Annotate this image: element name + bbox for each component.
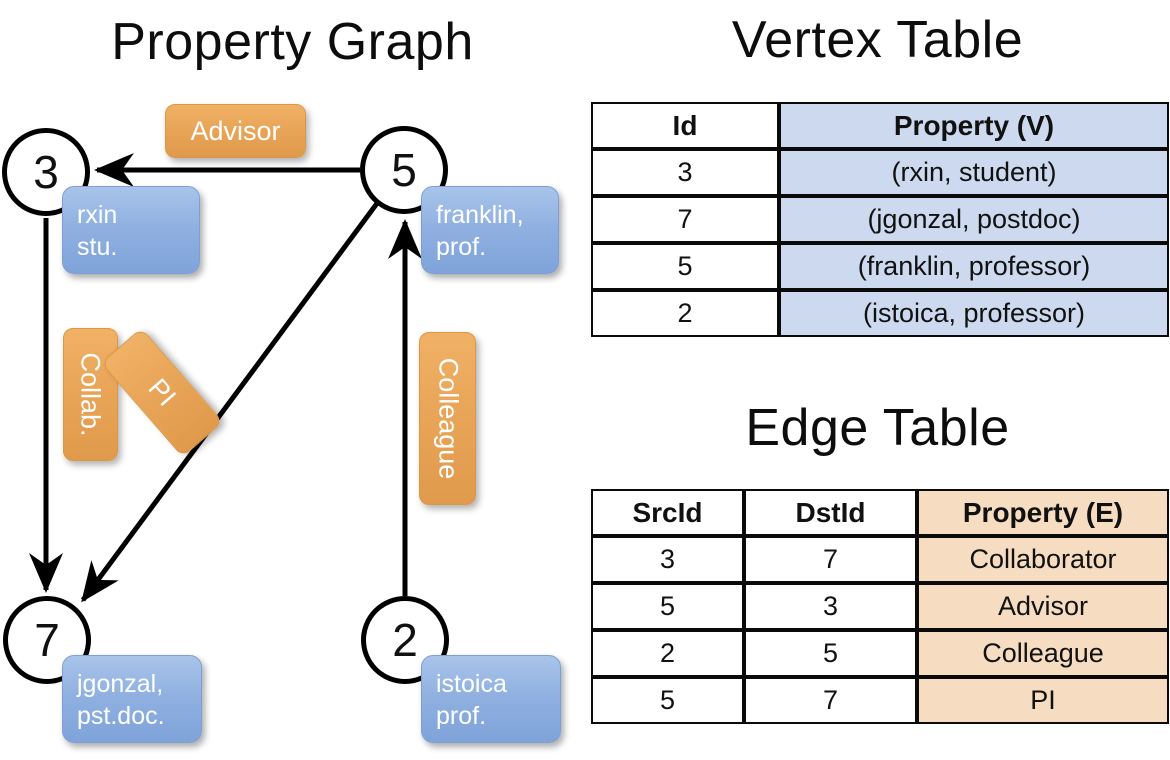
- table-row: 5 (franklin, professor): [591, 243, 1169, 290]
- vertex-table-header-property: Property (V): [779, 102, 1169, 149]
- edge-property-cell: PI: [917, 677, 1169, 724]
- vertex-id-cell: 3: [591, 149, 779, 196]
- property-graph-panel: 3 5 7 2 rxin stu. franklin, prof. jgonza…: [2, 104, 561, 743]
- node-property-box-3: rxin stu.: [62, 186, 200, 274]
- table-row: 5 3 Advisor: [591, 583, 1169, 630]
- edge-label-collab: Collab.: [63, 328, 118, 461]
- node-property-box-7: jgonzal, pst.doc.: [62, 655, 202, 743]
- edge-label-text: Collab.: [76, 352, 107, 437]
- edge-dst-cell: 7: [744, 677, 917, 724]
- table-row: 3 (rxin, student): [591, 149, 1169, 196]
- edge-src-cell: 5: [591, 583, 744, 630]
- edge-src-cell: 5: [591, 677, 744, 724]
- table-row: 2 5 Colleague: [591, 630, 1169, 677]
- vertex-property-cell: (rxin, student): [779, 149, 1169, 196]
- edge-label-colleague: Colleague: [419, 332, 476, 505]
- node-property-line: franklin,: [436, 201, 524, 229]
- vertex-table: Id Property (V) 3 (rxin, student) 7 (jgo…: [591, 102, 1169, 337]
- table-row: 7 (jgonzal, postdoc): [591, 196, 1169, 243]
- page-title-edge-table: Edge Table: [745, 399, 1010, 457]
- graph-node-5[interactable]: 5: [360, 126, 448, 214]
- edge-dst-cell: 5: [744, 630, 917, 677]
- node-property-box-5: franklin, prof.: [421, 186, 559, 274]
- table-row: 3 7 Collaborator: [591, 536, 1169, 583]
- graph-node-2[interactable]: 2: [361, 596, 449, 684]
- edge-table-header-srcid: SrcId: [591, 489, 744, 536]
- edge-dst-cell: 3: [744, 583, 917, 630]
- node-property-box-2: istoica prof.: [421, 655, 561, 743]
- node-property-line: jgonzal,: [77, 670, 164, 698]
- edge-5-to-7: [80, 200, 381, 603]
- edge-property-cell: Colleague: [917, 630, 1169, 677]
- edge-table-header-property: Property (E): [917, 489, 1169, 536]
- edge-src-cell: 3: [591, 536, 744, 583]
- vertex-id-cell: 5: [591, 243, 779, 290]
- table-header-row: Id Property (V): [591, 102, 1169, 149]
- node-property-line: prof.: [436, 702, 487, 730]
- table-row: 2 (istoica, professor): [591, 290, 1169, 337]
- edge-table: SrcId DstId Property (E) 3 7 Collaborato…: [591, 489, 1169, 724]
- vertex-table-header-id: Id: [591, 102, 779, 149]
- node-property-line: istoica: [436, 670, 507, 698]
- table-row: 5 7 PI: [591, 677, 1169, 724]
- edge-dst-cell: 7: [744, 536, 917, 583]
- node-property-line: rxin: [77, 201, 118, 229]
- graph-edges-svg: [29, 153, 422, 603]
- edge-property-cell: Collaborator: [917, 536, 1169, 583]
- node-property-line: prof.: [436, 233, 487, 261]
- vertex-id-cell: 7: [591, 196, 779, 243]
- vertex-property-cell: (istoica, professor): [779, 290, 1169, 337]
- edge-src-cell: 2: [591, 630, 744, 677]
- edge-property-cell: Advisor: [917, 583, 1169, 630]
- table-header-row: SrcId DstId Property (E): [591, 489, 1169, 536]
- node-property-line: pst.doc.: [77, 702, 165, 730]
- edge-label-text: Colleague: [433, 357, 463, 480]
- page-title-vertex-table: Vertex Table: [731, 11, 1024, 69]
- vertex-property-cell: (jgonzal, postdoc): [779, 196, 1169, 243]
- vertex-id-cell: 2: [591, 290, 779, 337]
- edge-label-advisor: Advisor: [165, 104, 306, 158]
- vertex-property-cell: (franklin, professor): [779, 243, 1169, 290]
- page-title-property-graph: Property Graph: [111, 13, 474, 71]
- edge-table-header-dstid: DstId: [744, 489, 917, 536]
- node-property-line: stu.: [77, 233, 118, 261]
- edge-label-text: PI: [142, 372, 183, 412]
- edge-label-text: Advisor: [190, 115, 281, 146]
